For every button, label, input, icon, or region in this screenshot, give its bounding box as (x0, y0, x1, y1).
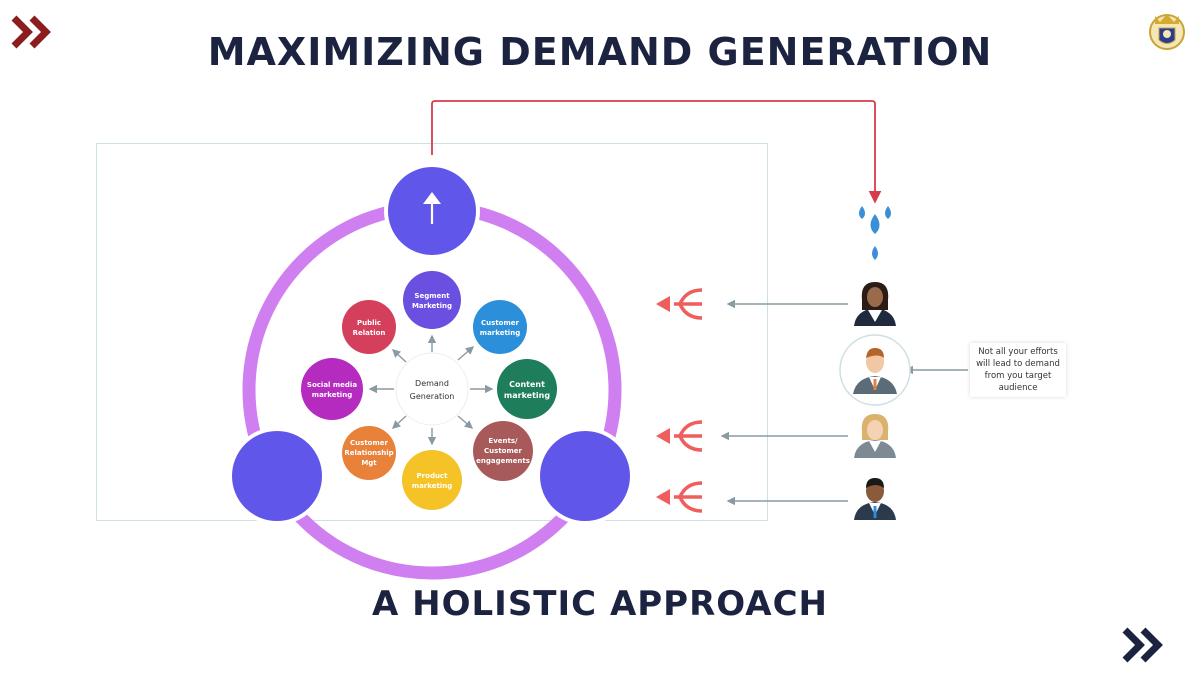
node-segment-marketing: Segment Marketing (403, 271, 461, 329)
svg-text:Events/: Events/ (488, 437, 518, 445)
svg-text:marketing: marketing (480, 329, 520, 337)
center-circle (395, 352, 469, 426)
svg-text:Content: Content (509, 380, 545, 389)
svg-text:Segment: Segment (414, 292, 450, 300)
note-box: Not all your efforts will lead to demand… (970, 343, 1066, 397)
center-label: Demand (415, 379, 449, 388)
page-title: MAXIMIZING DEMAND GENERATION (207, 30, 993, 74)
fork-arrow-icon (656, 428, 670, 444)
person-icon (854, 282, 896, 326)
node-content-marketing: Content marketing (497, 359, 557, 419)
svg-text:Customer: Customer (481, 319, 519, 327)
right-hub (536, 427, 634, 525)
svg-text:Social media: Social media (307, 381, 357, 389)
node-social-media-marketing: Social media marketing (301, 358, 363, 420)
person-icon (854, 414, 896, 458)
svg-text:Marketing: Marketing (412, 302, 452, 310)
svg-text:marketing: marketing (504, 391, 550, 400)
svg-text:Relation: Relation (353, 329, 386, 337)
fork-arrow-icon (656, 489, 670, 505)
svg-text:Mgt: Mgt (361, 459, 377, 467)
node-customer-relationship-mgt: Customer Relationship Mgt (342, 426, 396, 480)
svg-text:Public: Public (357, 319, 381, 327)
node-public-relation: Public Relation (342, 300, 396, 354)
svg-text:Product: Product (417, 472, 449, 480)
node-product-marketing: Product marketing (402, 450, 462, 510)
fork-arrow-icon (674, 481, 703, 513)
svg-text:Relationship: Relationship (344, 449, 393, 457)
page-subtitle: A HOLISTIC APPROACH (372, 584, 828, 624)
svg-text:Customer: Customer (484, 447, 522, 455)
person-icon (854, 478, 896, 520)
node-customer-marketing: Customer marketing (473, 300, 527, 354)
water-drops-icon (859, 206, 891, 260)
fork-arrow-icon (656, 296, 670, 312)
person-icon (853, 348, 897, 394)
center-label: Generation (410, 392, 455, 401)
left-hub (228, 427, 326, 525)
feedback-arrow (431, 100, 882, 204)
node-events-engagements: Events/ Customer engagements (473, 421, 533, 481)
upload-arrow-icon (423, 192, 441, 224)
fork-arrow-icon (674, 420, 703, 452)
double-chevron-icon[interactable] (1120, 625, 1166, 665)
fork-arrow-icon (674, 288, 703, 320)
svg-text:Customer: Customer (350, 439, 388, 447)
svg-text:marketing: marketing (412, 482, 452, 490)
pointer-lines (720, 299, 968, 506)
double-chevron-icon (11, 15, 51, 49)
svg-text:marketing: marketing (312, 391, 352, 399)
crest-logo-icon (1149, 14, 1185, 50)
svg-text:engagements: engagements (476, 457, 530, 465)
spoke-arrows (368, 334, 494, 446)
